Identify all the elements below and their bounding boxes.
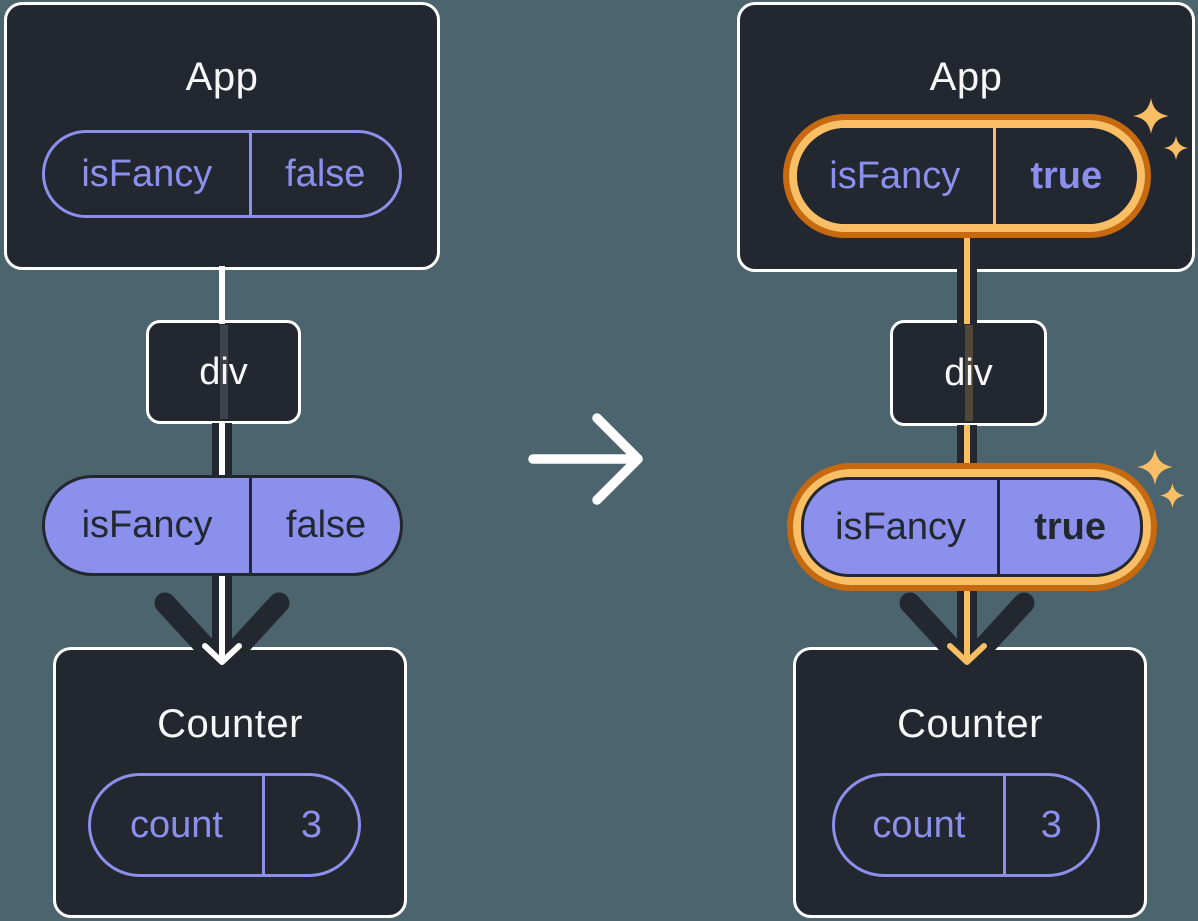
- state-value: 3: [1040, 803, 1062, 846]
- transition-right-arrow-icon: [528, 413, 643, 505]
- state-key: isFancy: [81, 152, 213, 195]
- prop-value: true: [1034, 505, 1106, 548]
- tree-edge-app-div: [219, 266, 225, 324]
- counter-state-pill: count 3: [88, 773, 361, 877]
- state-value: true: [1030, 154, 1103, 197]
- app-state-pill: isFancy true: [797, 128, 1137, 224]
- div-label: div: [199, 350, 248, 393]
- highlight-ring-inner: isFancy true: [793, 469, 1151, 585]
- arrow-pass-through-stripe: [964, 325, 973, 421]
- prop-value: false: [285, 504, 367, 546]
- prop-arrow-shaft: [957, 236, 977, 324]
- pill-divider: [992, 128, 996, 224]
- pill-divider: [248, 133, 252, 215]
- pill-divider: [1002, 776, 1006, 874]
- state-value: false: [285, 152, 366, 195]
- highlight-ring: isFancy true: [787, 463, 1157, 591]
- arrow-pass-through-stripe: [219, 325, 228, 419]
- state-key: isFancy: [829, 154, 961, 197]
- prop-key: isFancy: [835, 505, 967, 548]
- div-box: div: [146, 320, 301, 424]
- pill-divider: [997, 480, 1001, 574]
- highlight-ring: isFancy true: [783, 114, 1151, 238]
- pill-divider: [261, 776, 265, 874]
- prop-key: isFancy: [81, 504, 213, 546]
- passed-prop-pill: isFancy true: [801, 477, 1143, 577]
- counter-state-pill: count 3: [832, 773, 1100, 877]
- highlight-ring-inner: isFancy true: [789, 120, 1145, 232]
- counter-title: Counter: [157, 702, 303, 746]
- state-key: count: [129, 803, 223, 846]
- app-title: App: [185, 55, 259, 99]
- div-box: div: [890, 320, 1047, 426]
- div-label: div: [944, 351, 993, 394]
- app-title: App: [929, 55, 1003, 99]
- sparkles-icon: [1133, 98, 1188, 160]
- sparkles-icon: [1137, 449, 1185, 508]
- passed-prop-pill: isFancy false: [42, 475, 403, 576]
- counter-title: Counter: [897, 702, 1043, 746]
- state-value: 3: [300, 803, 322, 846]
- app-state-pill: isFancy false: [42, 130, 402, 218]
- pill-divider: [249, 478, 253, 573]
- state-key: count: [872, 803, 966, 846]
